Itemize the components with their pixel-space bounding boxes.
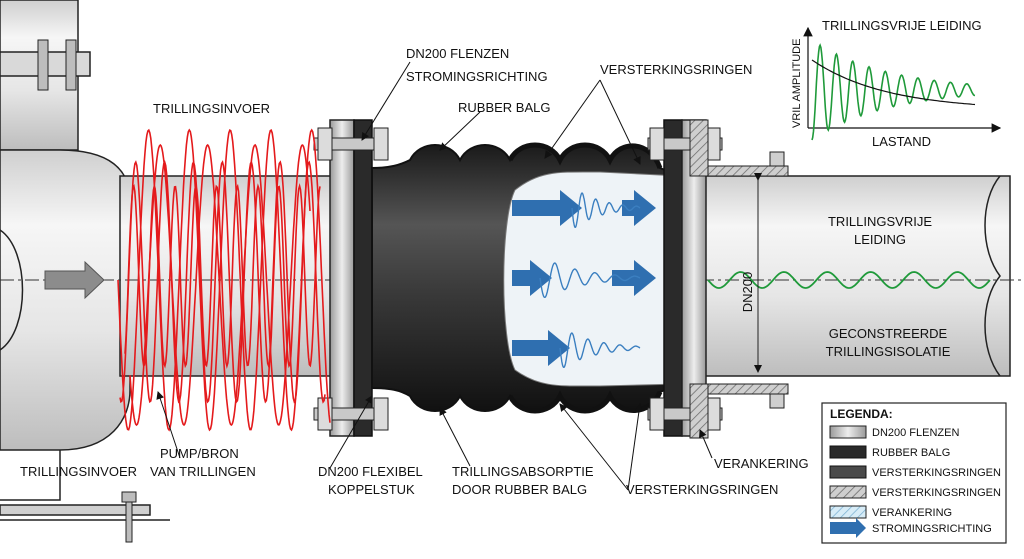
- geconstreerde-label-2: TRILLINGSISOLATIE: [826, 344, 951, 359]
- flow-arrow-5: [512, 330, 570, 366]
- flow-arrow-4: [612, 260, 656, 296]
- red-vibration-trace: [129, 143, 311, 427]
- label-flenzen: DN200 FLENZEN: [406, 46, 509, 61]
- inlet-flow-arrow: [44, 260, 105, 300]
- trillingsvrije-label-2: LEIDING: [854, 232, 906, 247]
- dn200-dimension: DN200: [740, 173, 762, 373]
- legend: LEGENDA: DN200 FLENZEN RUBBER BALG VERST…: [821, 402, 1007, 544]
- legend-label-3: VERSTERKINGSRINGEN: [872, 487, 1001, 499]
- trillingsvrije-label-1: TRILLINGSVRIJE: [828, 214, 932, 229]
- dn200-label: DN200: [740, 272, 755, 312]
- geconstreerde-label-1: GECONSTREERDE: [829, 326, 948, 341]
- legend-swatch-rings-dark: [829, 465, 867, 479]
- legend-label-2: VERSTERKINGSRINGEN: [872, 467, 1001, 479]
- label-rubber-balg: RUBBER BALG: [458, 100, 550, 115]
- anchoring: [689, 119, 789, 439]
- legend-swatch-rubber: [829, 445, 867, 459]
- leader-lines: [156, 61, 713, 491]
- legend-swatch-flenzen: [829, 425, 867, 439]
- label-absorptie-1: TRILLINGSABSORPTIE: [452, 464, 594, 479]
- legend-swatch-rings-hatch: [829, 485, 867, 499]
- inset-chart: TRILLINGSVRIJE LEIDING VRIL AMPLITUDE LA…: [791, 18, 1002, 149]
- blue-absorption-trace: [539, 262, 641, 298]
- label-trillingsinvoer-top: TRILLINGSINVOER: [153, 101, 270, 116]
- absorbed-vibration: [539, 192, 641, 368]
- flow-arrows: [44, 190, 656, 366]
- legend-label-0: DN200 FLENZEN: [872, 427, 959, 439]
- legend-label-1: RUBBER BALG: [872, 447, 950, 459]
- blue-absorption-trace: [559, 332, 641, 368]
- label-versterkingsringen-top: VERSTERKINGSRINGEN: [600, 62, 752, 77]
- legend-title: LEGENDA:: [830, 407, 893, 421]
- label-trillingsinvoer-bottom: TRILLINGSINVOER: [20, 464, 137, 479]
- inset-envelope: [811, 59, 976, 106]
- flow-arrow-1: [512, 190, 582, 226]
- pump-bolts: [37, 39, 137, 543]
- legend-swatch-flow-arrow: [830, 518, 866, 538]
- label-dn200-koppel-2: KOPPELSTUK: [328, 482, 415, 497]
- label-pump-bron-1: PUMP/BRON: [160, 446, 239, 461]
- left-flange: [313, 119, 389, 437]
- red-vibration-trace: [124, 183, 321, 369]
- input-vibration: [117, 128, 331, 432]
- red-vibration-trace: [117, 128, 331, 432]
- blue-absorption-trace: [571, 192, 641, 228]
- legend-label-4: VERANKERING: [872, 507, 952, 519]
- legend-label-5: STROMINGSRICHTING: [872, 523, 992, 535]
- inset-ylabel: VRIL AMPLITUDE: [791, 39, 803, 128]
- label-pump-bron-2: VAN TRILLINGEN: [150, 464, 256, 479]
- label-dn200-koppel-1: DN200 FLEXIBEL: [318, 464, 423, 479]
- inset-title: TRILLINGSVRIJE LEIDING: [822, 18, 982, 33]
- label-absorptie-2: DOOR RUBBER BALG: [452, 482, 587, 497]
- label-verankering: VERANKERING: [714, 456, 809, 471]
- legend-swatch-verankering: [829, 505, 867, 519]
- red-vibration-trace: [119, 160, 326, 404]
- inset-damped-wave: [811, 43, 976, 141]
- inset-xlabel: LASTAND: [872, 134, 931, 149]
- label-stromingsrichting: STROMINGSRICHTING: [406, 69, 548, 84]
- label-versterkingsringen-bottom: VERSTERKINGSRINGEN: [626, 482, 778, 497]
- flow-arrow-3: [512, 260, 552, 296]
